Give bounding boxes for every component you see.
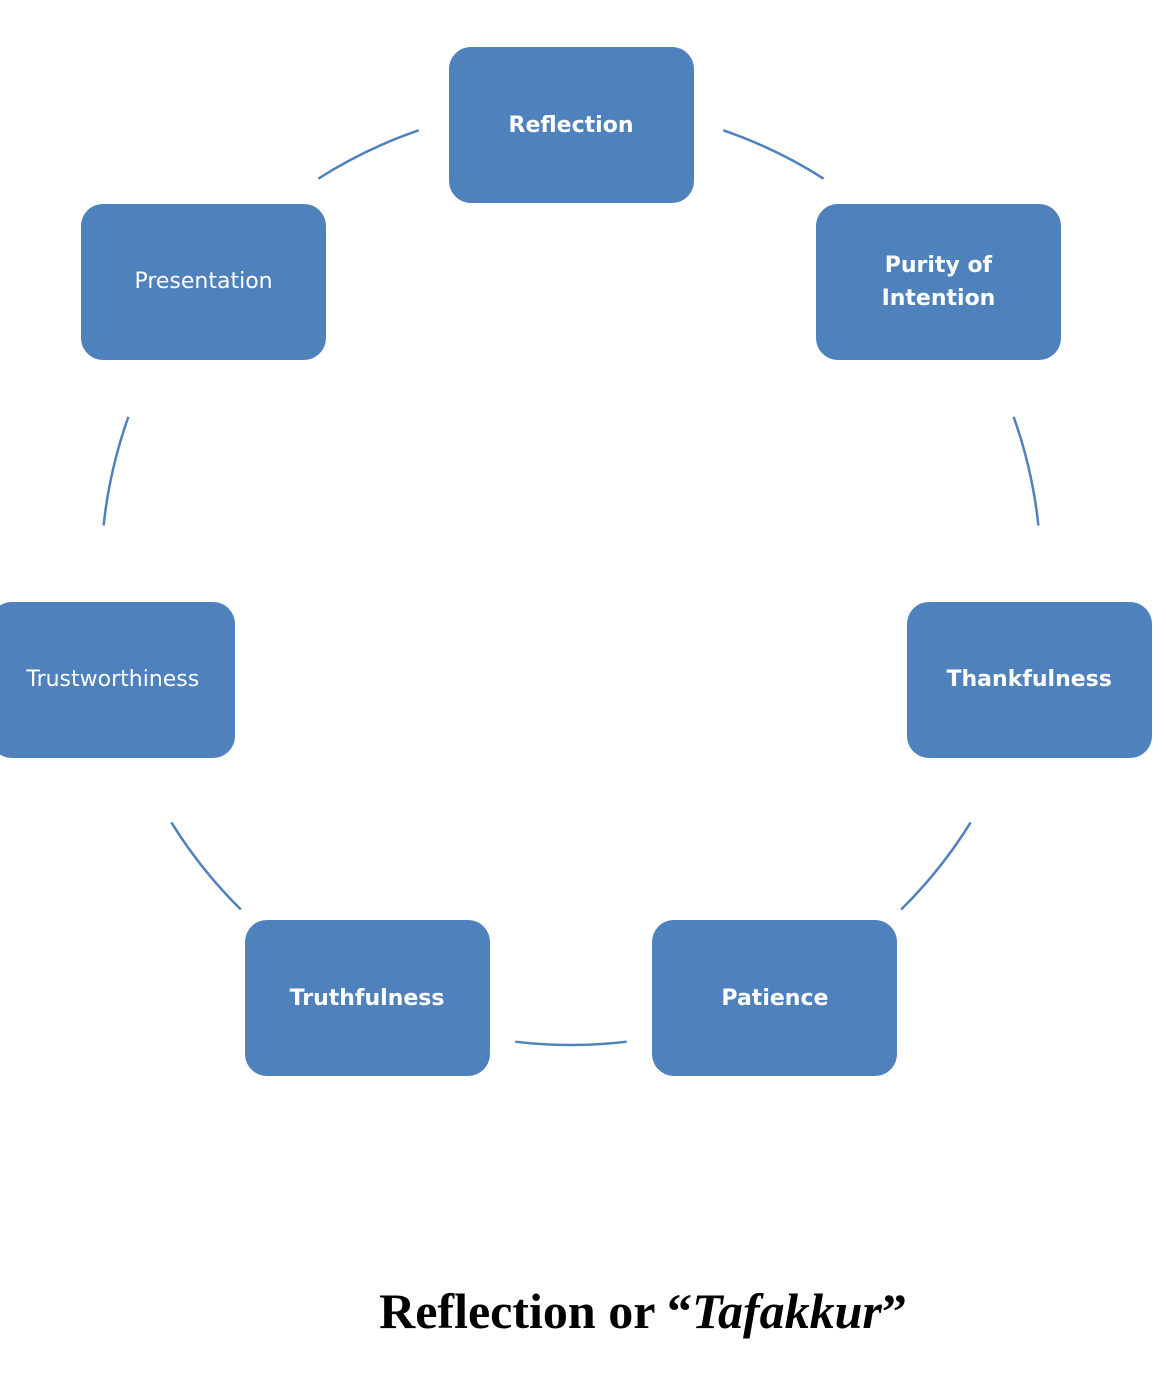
connector-arc [102, 416, 130, 526]
node-label: Truthfulness [289, 985, 445, 1011]
node-label: Purity of Intention [881, 252, 996, 311]
node-patience: Patience [652, 920, 898, 1077]
node-thankfulness: Thankfulness [906, 601, 1152, 758]
node-label: Patience [721, 985, 829, 1011]
caption-italic: Tafakkur [692, 1283, 882, 1339]
connector-arc [515, 1040, 627, 1047]
node-label: Reflection [508, 112, 634, 138]
node-presentation: Presentation [81, 203, 327, 360]
connector-arc [170, 821, 242, 911]
caption-title: Reflection or “Tafakkur” [0, 1282, 1166, 1340]
node-purity-of-intention: Purity of Intention [815, 203, 1061, 360]
connector-arc [317, 129, 420, 180]
connector-arc [900, 821, 972, 911]
connector-arc [1012, 416, 1040, 526]
connector-arc [722, 129, 825, 180]
node-label: Trustworthiness [26, 667, 200, 693]
node-label: Thankfulness [946, 667, 1112, 693]
node-truthfulness: Truthfulness [244, 920, 490, 1077]
caption-prefix: Reflection or “ [379, 1283, 692, 1339]
node-trustworthiness: Trustworthiness [0, 601, 236, 758]
caption-suffix: ” [881, 1283, 907, 1339]
node-reflection: Reflection [448, 47, 694, 203]
node-label: Presentation [134, 269, 273, 295]
